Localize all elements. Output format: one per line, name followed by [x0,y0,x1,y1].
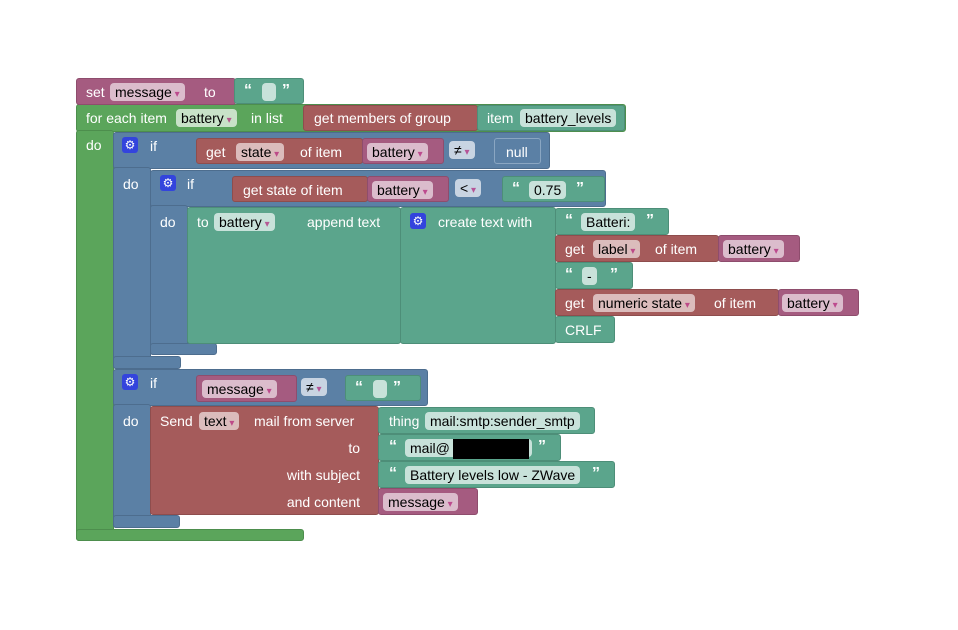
set-label: set [86,84,105,100]
send-mail-block[interactable] [150,406,379,515]
send-label: Send [160,413,193,429]
threshold-field[interactable]: 0.75 [529,181,567,199]
compare-op-dropdown[interactable]: ≠ [301,378,327,396]
append-text-label: append text [307,214,381,230]
for-each-body [76,130,114,541]
open-quote: “ [565,266,573,283]
crlf-block[interactable] [555,316,615,343]
if-state-bottom [113,356,181,369]
create-text-block[interactable] [400,207,556,344]
message-var-dropdown[interactable]: message [202,380,277,398]
dash-field[interactable]: - [582,267,597,285]
if-message-body [113,404,151,528]
if-label: if [150,375,157,391]
do-label: do [160,214,176,230]
for-each-bottom [76,529,304,541]
subject-field[interactable]: Battery levels low - ZWave [405,466,581,484]
battery-var-dropdown[interactable]: battery [782,294,843,312]
to-label: to [197,214,209,230]
if-threshold-bottom [150,343,217,355]
empty-text-field[interactable] [262,83,276,101]
open-quote: “ [389,465,397,482]
open-quote: “ [244,82,252,99]
gear-icon[interactable]: ⚙ [122,374,138,390]
item-name-field[interactable]: battery_levels [520,109,617,127]
open-quote: “ [512,180,520,197]
do-label: do [123,176,139,192]
redacted-block [453,439,529,459]
close-quote: ” [538,438,546,455]
for-each-label: for each item [86,110,167,126]
close-quote: ” [646,212,654,229]
null-label: null [506,144,528,160]
get-state-label: get state of item [243,182,343,198]
if-state-body [113,167,151,369]
content-var-dropdown[interactable]: message [383,493,458,511]
close-quote: ” [282,82,290,99]
battery-var-dropdown[interactable]: battery [723,240,784,258]
open-quote: “ [565,212,573,229]
item-label: item [487,110,514,126]
gear-icon[interactable]: ⚙ [160,175,176,191]
create-text-label: create text with [438,214,533,230]
to-label: to [204,84,216,100]
batteri-field[interactable]: Batteri: [581,213,636,231]
crlf-label: CRLF [565,322,602,338]
do-label: do [86,137,102,153]
if-message-bottom [113,515,180,528]
of-item-label: of item [300,144,343,160]
if-label: if [150,138,157,154]
get-state-of-item-block[interactable] [232,176,368,202]
mail-from-label: mail from server [254,413,355,429]
do-label: do [123,413,139,429]
mail-type-dropdown[interactable]: text [199,412,240,430]
property-dropdown[interactable]: numeric state [593,294,695,312]
append-var-dropdown[interactable]: battery [214,213,275,231]
compare-op-dropdown[interactable]: < [455,179,481,197]
property-dropdown[interactable]: state [236,143,285,161]
null-block[interactable] [494,138,541,164]
gear-icon[interactable]: ⚙ [410,213,426,229]
open-quote: “ [355,379,363,396]
if-label: if [187,176,194,192]
get-members-label: get members of group [314,110,451,126]
empty-text-field[interactable] [373,380,387,398]
close-quote: ” [393,379,401,396]
loop-var-dropdown[interactable]: battery [176,109,237,127]
open-quote: “ [389,438,397,455]
close-quote: ” [610,266,618,283]
compare-op-dropdown[interactable]: ≠ [449,141,475,159]
close-quote: ” [592,465,600,482]
thing-label: thing [389,413,420,429]
in-list-label: in list [251,110,283,126]
get-members-block[interactable] [303,105,478,131]
gear-icon[interactable]: ⚙ [122,137,138,153]
get-label: get [206,144,226,160]
close-quote: ” [576,180,584,197]
thing-field[interactable]: mail:smtp:sender_smtp [425,412,580,430]
of-item-label: of item [655,241,698,257]
of-item-label: of item [714,295,757,311]
get-label: get [565,241,585,257]
property-dropdown[interactable]: label [593,240,641,258]
content-label: and content [286,494,360,510]
battery-var-dropdown[interactable]: battery [372,181,433,199]
to-label: to [348,440,360,456]
subject-label: with subject [286,467,360,483]
set-var-dropdown[interactable]: message [110,83,185,101]
battery-var-dropdown[interactable]: battery [367,143,428,161]
get-label: get [565,295,585,311]
